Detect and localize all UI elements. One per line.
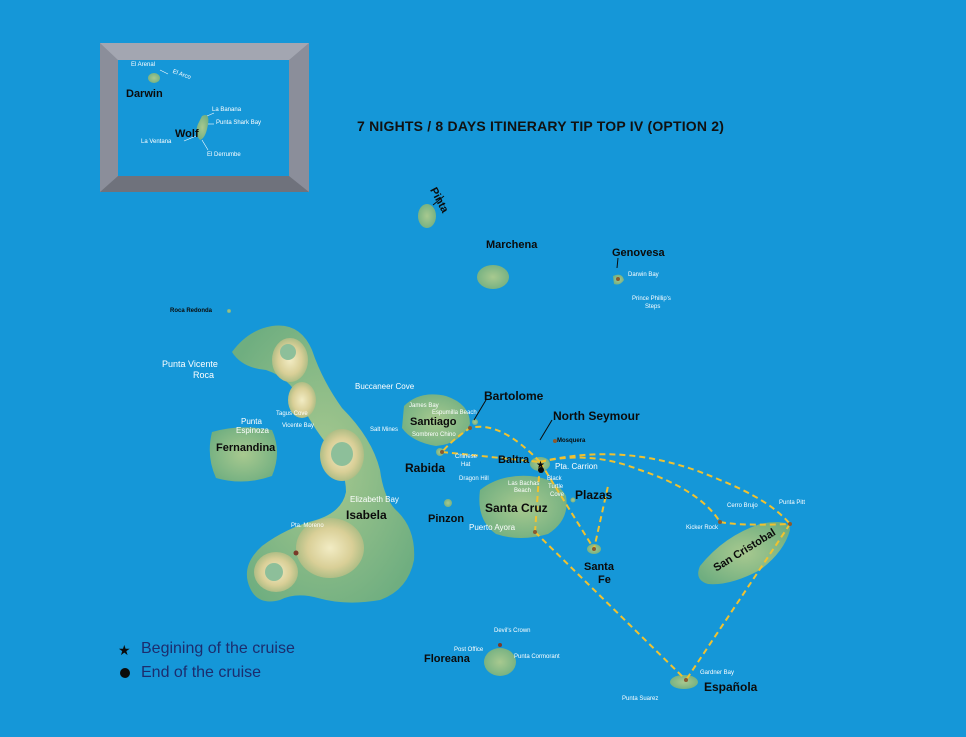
legend-star-icon: ★ bbox=[118, 642, 131, 658]
label-darwin-bay: Darwin Bay bbox=[628, 272, 659, 278]
santiago-island bbox=[402, 394, 470, 446]
end-dot-icon bbox=[538, 467, 544, 473]
label-black-turtle-cove-2: Turtle bbox=[548, 484, 564, 490]
site-markers bbox=[440, 277, 792, 682]
label-santiago: Santiago bbox=[410, 416, 457, 428]
label-post-office: Post Office bbox=[454, 647, 484, 653]
label-black-turtle-cove-1: Black bbox=[547, 476, 562, 482]
label-punta-vicente-roca-2: Roca bbox=[193, 370, 215, 380]
label-punta-suarez: Punta Suarez bbox=[622, 696, 659, 702]
label-devils-crown: Devil's Crown bbox=[494, 628, 531, 634]
label-la-banana: La Banana bbox=[212, 107, 242, 113]
label-black-turtle-cove-3: Cove bbox=[550, 492, 565, 498]
label-puerto-ayora: Puerto Ayora bbox=[469, 523, 516, 532]
label-mosquera: Mosquera bbox=[557, 438, 586, 444]
roca-redonda-island bbox=[227, 309, 231, 313]
label-chinese-hat-1: Chinese bbox=[455, 454, 478, 460]
label-baltra: Baltra bbox=[498, 454, 530, 466]
devils-crown-marker bbox=[498, 643, 502, 647]
legend-dot-icon bbox=[120, 668, 130, 678]
label-wolf: Wolf bbox=[175, 128, 199, 140]
label-prince-phillips-2: Steps bbox=[645, 304, 661, 310]
label-dragon-hill: Dragon Hill bbox=[459, 476, 489, 482]
label-punta-pitt: Punta Pitt bbox=[779, 500, 806, 506]
label-santa-cruz: Santa Cruz bbox=[485, 501, 548, 515]
label-north-seymour: North Seymour bbox=[553, 409, 640, 423]
inset-islands bbox=[148, 69, 215, 151]
floreana-island bbox=[484, 648, 516, 676]
label-espumilla-beach: Espumilla Beach bbox=[432, 410, 477, 416]
itinerary-title: 7 NIGHTS / 8 DAYS ITINERARY TIP TOP IV (… bbox=[357, 118, 725, 134]
label-plazas: Plazas bbox=[575, 488, 613, 502]
label-punta-espinoza-1: Punta bbox=[241, 417, 262, 426]
label-roca-redonda: Roca Redonda bbox=[170, 308, 213, 314]
espanola-island bbox=[670, 675, 698, 689]
label-cerro-brujo: Cerro Brujo bbox=[727, 503, 758, 509]
label-elizabeth-bay: Elizabeth Bay bbox=[350, 495, 399, 504]
marchena-island bbox=[477, 265, 509, 289]
label-pinzon: Pinzon bbox=[428, 513, 465, 525]
label-genovesa: Genovesa bbox=[612, 247, 665, 259]
label-espanola: Española bbox=[704, 680, 758, 694]
plazas-island bbox=[570, 497, 576, 503]
label-fernandina: Fernandina bbox=[216, 442, 276, 454]
label-punta-vicente-roca-1: Punta Vicente bbox=[162, 359, 218, 369]
label-gardner-bay: Gardner Bay bbox=[700, 670, 735, 676]
label-punta-cormorant: Punta Cormorant bbox=[514, 654, 560, 660]
pinzon-island bbox=[444, 499, 452, 507]
pinta-island bbox=[418, 204, 436, 228]
legend-start-label: Begining of the cruise bbox=[141, 640, 295, 657]
fernandina-island bbox=[209, 427, 277, 482]
label-el-derrumbe: El Derrumbe bbox=[207, 152, 241, 158]
label-buccaneer-cove: Buccaneer Cove bbox=[355, 382, 415, 391]
label-el-arenal: El Arenal bbox=[131, 62, 156, 68]
label-marchena: Marchena bbox=[486, 239, 538, 251]
label-las-bachas-1: Las Bachas bbox=[508, 481, 540, 487]
label-tagus-cove: Tagus Cove bbox=[276, 411, 308, 417]
label-chinese-hat-2: Hat bbox=[461, 462, 471, 468]
label-las-bachas-2: Beach bbox=[514, 488, 532, 494]
label-punta-moreno: Pta. Moreno bbox=[291, 523, 324, 529]
label-floreana: Floreana bbox=[424, 653, 470, 665]
legend-end-label: End of the cruise bbox=[141, 664, 262, 681]
label-prince-phillips-1: Prince Phillip's bbox=[632, 296, 671, 302]
label-darwin: Darwin bbox=[126, 88, 163, 100]
label-rabida: Rabida bbox=[405, 461, 446, 475]
start-star-icon: ★ bbox=[536, 460, 545, 471]
label-vicente-bay: Vicente Bay bbox=[282, 423, 314, 429]
label-salt-mines: Salt Mines bbox=[370, 427, 399, 433]
label-james-bay: James Bay bbox=[409, 403, 439, 409]
label-punta-espinoza-2: Espinoza bbox=[236, 426, 269, 435]
label-punta-shark-bay: Punta Shark Bay bbox=[216, 120, 262, 126]
isabela-island bbox=[232, 325, 415, 603]
label-santa-fe-1: Santa bbox=[584, 561, 614, 573]
label-kicker-rock: Kicker Rock bbox=[686, 525, 719, 531]
label-isabela: Isabela bbox=[346, 508, 387, 522]
label-santa-fe-2: Fe bbox=[598, 574, 611, 586]
san-cristobal-island bbox=[698, 522, 790, 585]
bartolome-island bbox=[472, 419, 478, 425]
label-bartolome: Bartolome bbox=[484, 389, 544, 403]
label-sombrero-chino: Sombrero Chino bbox=[412, 432, 456, 438]
label-pta-carrion: Pta. Carrion bbox=[555, 462, 598, 471]
label-la-ventana: La Ventana bbox=[141, 139, 172, 145]
leader-lines bbox=[432, 195, 619, 441]
santa-cruz-island bbox=[479, 475, 567, 538]
